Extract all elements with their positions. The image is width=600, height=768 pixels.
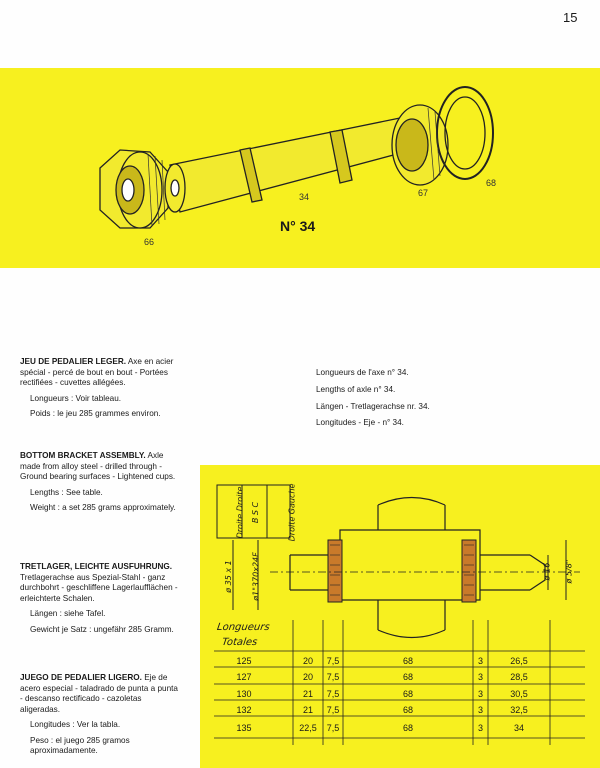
table-cell: 68 (402, 689, 413, 699)
section-german: TRETLAGER, LEICHTE AUSFUHRUNG. Tretlager… (20, 562, 180, 640)
section-weight: Peso : el juego 285 gramos aproximadamen… (30, 735, 130, 756)
table-cell: 127 (236, 672, 252, 682)
section-french: JEU DE PEDALIER LEGER. Axe en acier spéc… (20, 357, 180, 425)
table-cell: 130 (236, 689, 252, 699)
table-cell: 68 (402, 723, 413, 733)
table-header-longueurs: Longueurs (216, 622, 271, 633)
axle-lengths-en: Lengths of axle n° 34. (316, 385, 396, 394)
table-cell: 68 (402, 656, 413, 666)
table-cell: 21 (302, 689, 313, 699)
axle-lengths-fr: Longueurs de l'axe n° 34. (316, 368, 409, 377)
table-cell: 26,5 (510, 656, 528, 666)
table-cell: 22,5 (299, 723, 317, 733)
table-cell: 28,5 (510, 672, 528, 682)
table-cell: 3 (477, 689, 483, 699)
table-cell: 7,5 (326, 689, 340, 699)
part-label-68: 68 (486, 178, 497, 188)
table-cell: 3 (477, 705, 483, 715)
part-label-67: 67 (418, 188, 429, 198)
table-cell: 20 (302, 656, 313, 666)
section-lengths: Longueurs : Voir tableau. (30, 393, 122, 403)
section-weight: Poids : le jeu 285 grammes environ. (30, 409, 161, 418)
table-cell: 125 (236, 656, 252, 666)
section-lengths: Längen : siehe Tafel. (30, 609, 106, 618)
table-cell: 68 (402, 705, 413, 715)
table-cell: 135 (236, 723, 252, 733)
section-spanish: JUEGO DE PEDALIER LIGERO. Eje de acero e… (20, 673, 180, 762)
axle-lengths-es: Longitudes - Eje - n° 34. (316, 418, 404, 427)
section-english: BOTTOM BRACKET ASSEMBLY. Axle made from … (20, 451, 180, 519)
table-cell: 30,5 (510, 689, 528, 699)
table-cell: 32,5 (510, 705, 528, 715)
part-label-66: 66 (144, 237, 155, 247)
section-title: JUEGO DE PEDALIER LIGERO. (20, 673, 142, 682)
table-cell: 7,5 (326, 705, 340, 715)
figure-title: N° 34 (280, 218, 316, 234)
axle-lengths-de: Längen - Tretlagerachse nr. 34. (316, 402, 430, 411)
thread-size-label: ø 35 x 1 (223, 560, 233, 593)
label-droite-droite: Droite Droite (235, 486, 245, 539)
label-droite-gauche: Droite Gauche (287, 483, 297, 542)
table-cell: 7,5 (326, 723, 340, 733)
thread-spec-label: ø1"370x24F (251, 552, 261, 601)
table-cell: 3 (477, 672, 483, 682)
section-body: Eje de acero especial - taladrado de pun… (20, 673, 178, 714)
table-cell: 21 (302, 705, 313, 715)
section-lengths: Lengths : See table. (30, 487, 103, 497)
table-cell: 7,5 (326, 656, 340, 666)
section-body: Tretlagerachse aus Spezial-Stahl - ganz … (20, 572, 178, 603)
section-title: JEU DE PEDALIER LEGER. (20, 357, 127, 366)
table-cell: 7,5 (326, 672, 340, 682)
part-label-34: 34 (299, 192, 310, 202)
table-cell: 68 (402, 672, 413, 682)
diameter-label: ø 16 (542, 562, 552, 581)
section-body: Axe en acier spécial - percé de bout en … (20, 357, 174, 387)
table-cell: 3 (477, 656, 483, 666)
section-title: TRETLAGER, LEICHTE AUSFUHRUNG. (20, 562, 173, 571)
section-body: Axle made from alloy steel - drilled thr… (20, 451, 176, 481)
section-weight: Gewicht je Satz : ungefähr 285 Gramm. (30, 624, 174, 634)
label-bsc: B S C (251, 501, 261, 524)
page-number: 15 (563, 10, 578, 25)
diameter-inch-label: ø 5/8" (564, 559, 574, 584)
table-cell: 34 (513, 723, 524, 733)
table-header-totales: Totales (221, 637, 258, 648)
section-title: BOTTOM BRACKET ASSEMBLY. (20, 451, 146, 460)
section-lengths: Longitudes : Ver la tabla. (30, 720, 121, 729)
table-cell: 20 (302, 672, 313, 682)
table-cell: 3 (477, 723, 483, 733)
table-cell: 132 (236, 705, 252, 715)
section-weight: Weight : a set 285 grams approximately. (30, 503, 176, 512)
